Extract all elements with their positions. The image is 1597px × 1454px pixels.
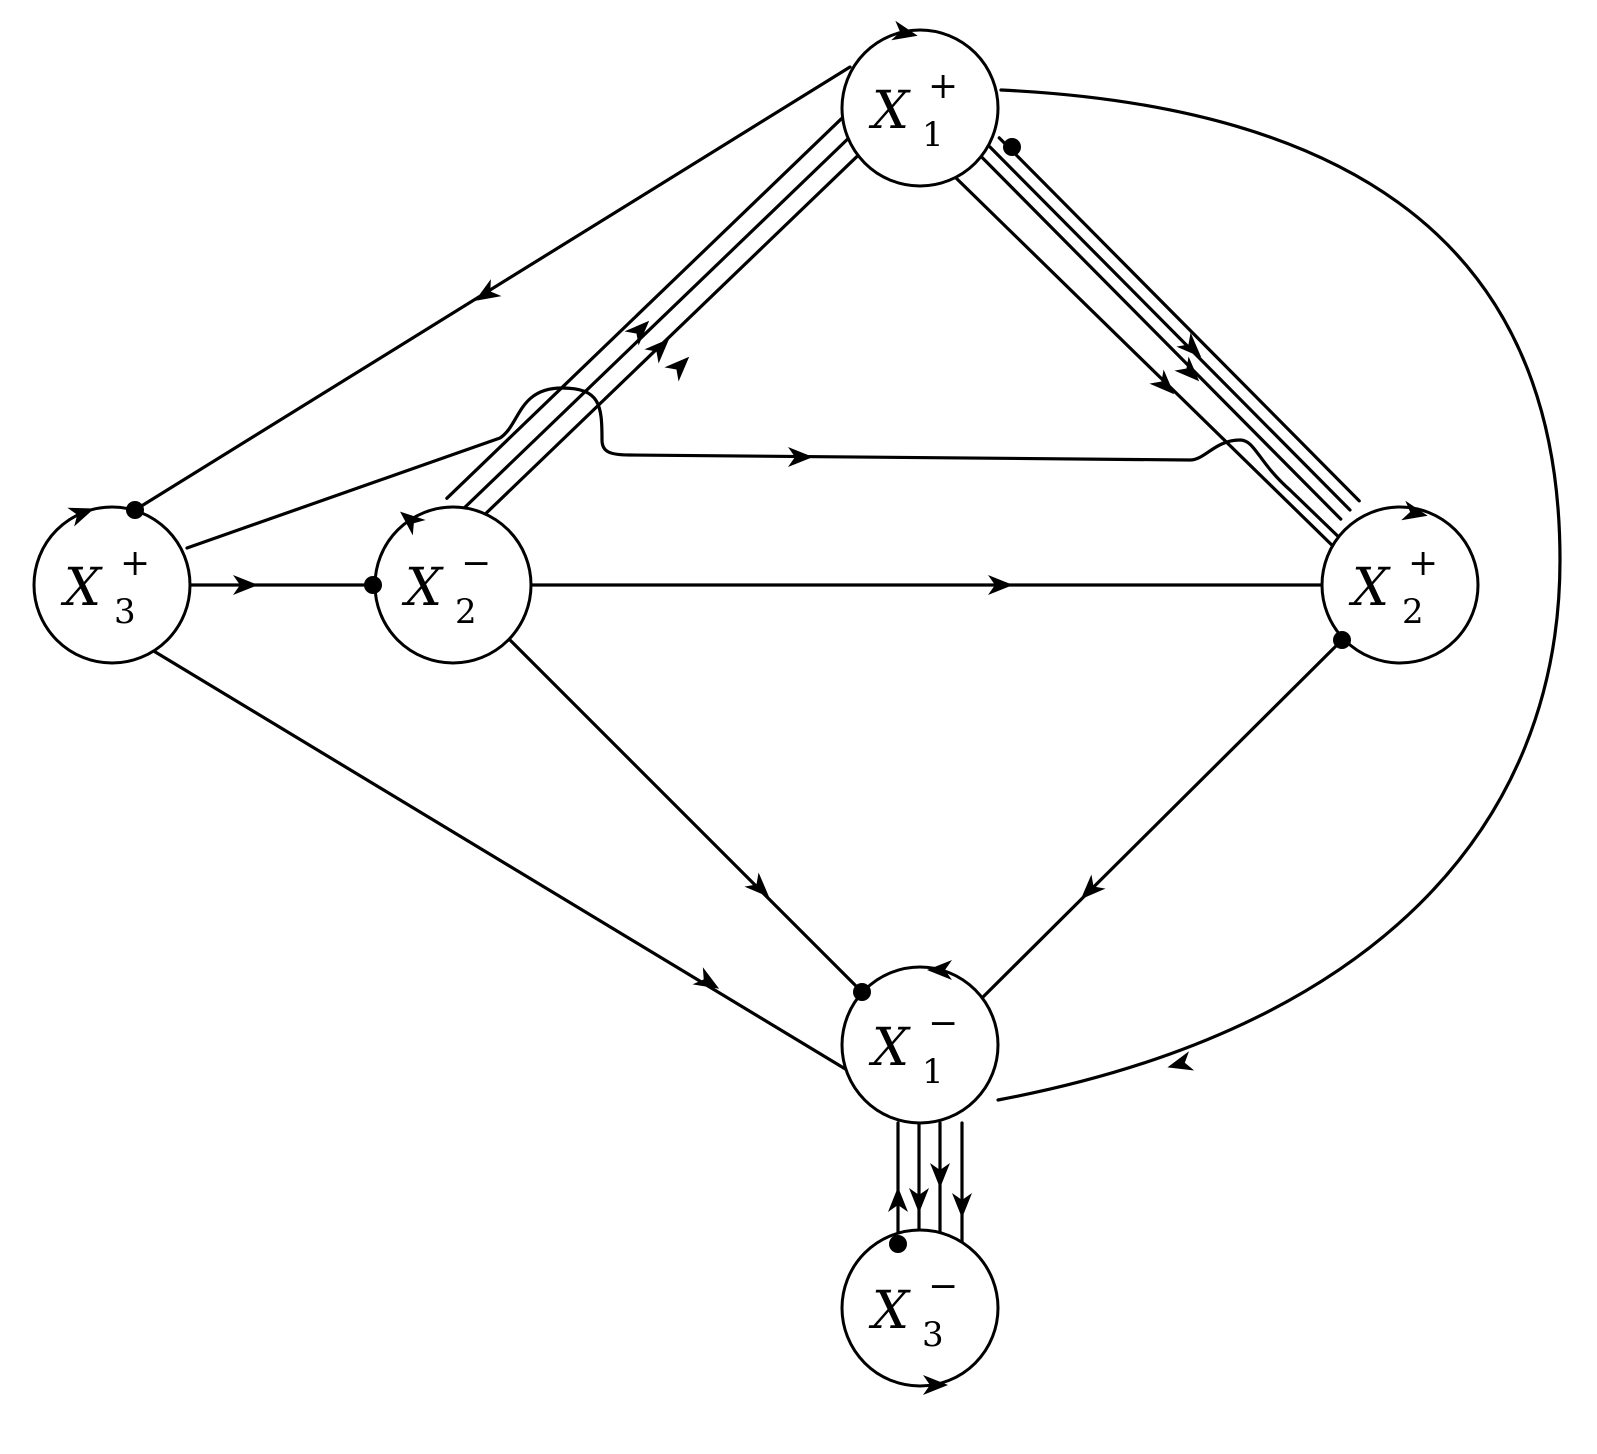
edge-bundle-x1p-x2p-2 [988, 145, 1352, 512]
dot-x2m [364, 576, 382, 594]
dot-x3p [126, 501, 144, 519]
node-x1-plus-subscript: 1 [922, 115, 944, 155]
arrow-x1p-to-x3p [469, 279, 502, 310]
node-x3-minus-superscript: − [928, 1266, 958, 1307]
edge-bundle-x2m-x1p-3 [471, 144, 870, 528]
edge-x3p-x1m [150, 648, 849, 1072]
node-x2-minus-subscript: 2 [455, 592, 477, 632]
node-x3-plus-subscript: 3 [114, 592, 136, 632]
edge-bundle-x2m-x1p-1 [445, 116, 844, 500]
edge-x2p-x1m [981, 638, 1344, 999]
node-x1-plus-label: X [868, 81, 911, 141]
node-x3-minus-subscript: 3 [922, 1315, 944, 1355]
dot-x1m [853, 983, 871, 1001]
edge-x2m-x1m [508, 638, 864, 994]
node-x2-minus-superscript: − [461, 543, 491, 584]
node-x3-plus-superscript: + [120, 543, 150, 584]
edge-bundle-x1p-x2p-1 [997, 136, 1361, 503]
node-x1-plus-superscript: + [928, 66, 958, 107]
node-x2-plus: X +2 [1320, 505, 1480, 665]
arrow-bundle-x2m-x1p-3 [664, 349, 697, 382]
node-x3-minus-label: X [868, 1281, 911, 1341]
node-x2-plus-label: X [1348, 558, 1391, 618]
node-x2-plus-circle [1320, 505, 1480, 665]
node-x2-minus-circle [373, 505, 533, 665]
dot-x2p [1333, 631, 1351, 649]
node-x2-minus: X− 2 [373, 505, 533, 665]
node-x2-plus-subscript: 2 [1402, 592, 1424, 632]
edge-bundle-x2m-x1p-2 [458, 130, 857, 514]
edge-bundle-x1p-x2p-3 [979, 154, 1343, 521]
arrow-x1p-to-x2p-single [1149, 369, 1182, 402]
decorations-layer [67, 20, 1430, 1395]
node-x1-plus-circle [840, 28, 1000, 188]
edge-x3p-x2p-winding [185, 386, 1349, 550]
node-x3-plus: X +3 [32, 505, 192, 665]
dot-x3m [889, 1235, 907, 1253]
node-x1-plus: X +1 [840, 28, 1000, 188]
node-x2-minus-label: X [401, 558, 444, 618]
edge-x1p-x2p-single [953, 175, 1342, 555]
edge-x3p-x1p [133, 65, 852, 512]
node-x1-minus-label: X [868, 1018, 911, 1078]
node-x1-minus-superscript: − [928, 1003, 958, 1044]
node-x1-minus-subscript: 1 [922, 1052, 944, 1092]
dot-x1p [1003, 138, 1021, 156]
node-x1-minus-circle [840, 965, 1000, 1125]
edges-layer [133, 65, 1562, 1246]
node-x1-minus: X− 1 [840, 965, 1000, 1125]
node-x3-plus-circle [32, 505, 192, 665]
node-x2-plus-superscript: + [1408, 543, 1438, 584]
node-x3-plus-label: X [60, 558, 103, 618]
node-x3-minus-circle [840, 1228, 1000, 1388]
node-x3-minus: X− 3 [840, 1228, 1000, 1388]
edge-x1p-x1m-arc [996, 88, 1562, 1102]
